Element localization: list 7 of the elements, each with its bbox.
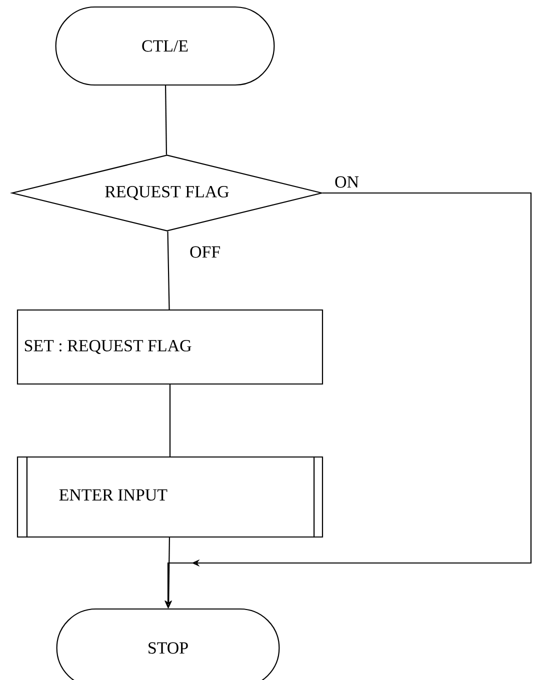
edge-label: ON	[334, 175, 360, 189]
connector	[167, 231, 170, 310]
connector	[169, 384, 171, 456]
subroutine-box: ENTER INPUT	[16, 456, 324, 538]
connector	[164, 86, 168, 155]
edge-label: OFF	[188, 245, 222, 259]
process-box: SET : REQUEST FLAG	[16, 309, 324, 385]
